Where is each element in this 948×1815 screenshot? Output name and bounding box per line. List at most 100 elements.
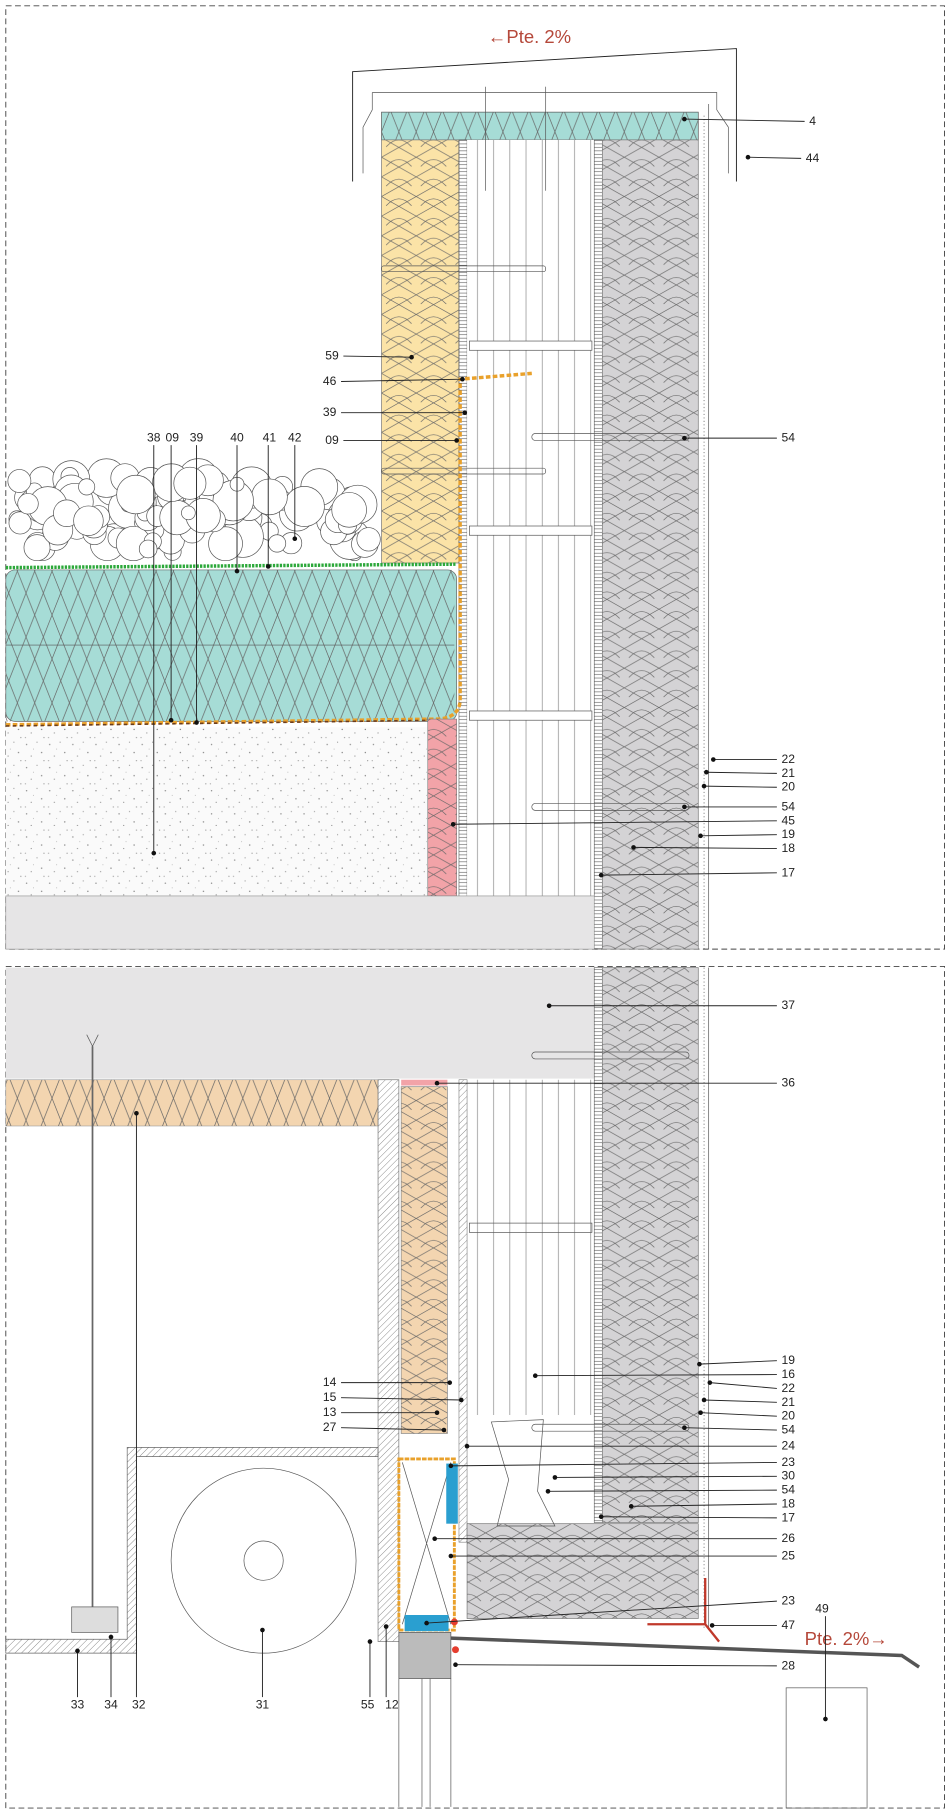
callout-47: 47 — [709, 1618, 796, 1632]
callout-label: 40 — [230, 431, 244, 445]
callout-23: 23 — [424, 1594, 795, 1626]
callout-label: 54 — [782, 1423, 796, 1437]
callout-dot — [698, 1410, 703, 1416]
callout-label: 36 — [782, 1076, 796, 1090]
gravel-ballast — [7, 458, 381, 562]
callout-19: 19 — [698, 827, 795, 841]
window-sill-flashing — [450, 1636, 921, 1669]
callout-54: 54 — [545, 1483, 796, 1497]
concrete-screed — [5, 727, 428, 896]
callout-label: 47 — [782, 1618, 796, 1632]
callout-dot — [448, 1553, 454, 1559]
callout-label: 39 — [323, 405, 337, 419]
callout-12: 12 — [383, 1624, 399, 1712]
callout-18: 18 — [628, 1496, 796, 1510]
callout-label: 28 — [782, 1658, 796, 1672]
gravel-stone — [356, 527, 381, 552]
callout-30: 30 — [552, 1469, 795, 1483]
callout-20: 20 — [698, 1409, 795, 1423]
callout-label: 21 — [782, 1395, 796, 1409]
callout-label: 38 — [147, 431, 161, 445]
callout-dot — [194, 720, 199, 725]
callout-label: 15 — [323, 1390, 337, 1404]
callout-label: 55 — [361, 1698, 375, 1712]
callout-21: 21 — [704, 766, 795, 780]
soffit-board — [5, 1447, 379, 1654]
callout-14: 14 — [323, 1375, 453, 1389]
gravel-stone — [331, 492, 367, 528]
callout-label: 23 — [782, 1455, 796, 1469]
callout-label: 20 — [782, 1409, 796, 1423]
callout-21: 21 — [701, 1395, 796, 1409]
callout-dot — [631, 845, 636, 850]
callout-28: 28 — [453, 1658, 795, 1672]
callout-dot — [682, 435, 687, 441]
callout-dot — [462, 410, 468, 416]
callout-32: 32 — [132, 1110, 146, 1712]
callout-label: 22 — [782, 752, 796, 766]
callout-label: 26 — [782, 1531, 796, 1545]
callout-label: 17 — [782, 1510, 796, 1524]
callout-dot — [707, 1380, 713, 1385]
callout-label: 18 — [782, 1496, 796, 1510]
callout-label: 13 — [323, 1405, 337, 1419]
metal-coping — [352, 48, 737, 182]
gravel-stone — [181, 505, 196, 521]
gravel-stone — [251, 478, 288, 516]
gravel-stone — [7, 469, 32, 493]
callout-dot — [434, 1080, 440, 1086]
callout-dot — [454, 438, 459, 443]
callout-label: 12 — [385, 1698, 399, 1712]
concrete-slab-lower — [5, 967, 595, 1079]
callout-dot — [453, 1662, 458, 1668]
callout-dot — [532, 1373, 538, 1379]
gravel-stone — [173, 466, 207, 500]
callout-36: 36 — [434, 1076, 796, 1090]
callout-label: 34 — [104, 1698, 118, 1712]
callout-dot — [292, 536, 298, 542]
callout-dot — [134, 1110, 139, 1116]
callout-dot — [709, 1623, 715, 1628]
callout-label: 09 — [325, 433, 339, 447]
gravel-stone — [73, 505, 104, 536]
callout-dot — [598, 872, 604, 878]
callout-dot — [823, 1716, 828, 1722]
callout-39: 39 — [323, 405, 468, 419]
callout-41: 41 — [263, 431, 276, 569]
concrete-slab — [5, 895, 595, 950]
roof-slope-label-top: ←Pte. 2% — [488, 26, 571, 47]
gravel-stone — [138, 539, 158, 559]
callout-dot — [367, 1639, 373, 1644]
callout-17: 17 — [598, 865, 795, 879]
callout-4: 4 — [682, 114, 816, 128]
callout-dot — [464, 1443, 470, 1449]
callout-37: 37 — [546, 998, 795, 1012]
gravel-stone — [78, 478, 96, 496]
callout-label: 16 — [782, 1367, 796, 1381]
callout-dot — [628, 1504, 634, 1509]
callout-dot — [168, 717, 174, 723]
stud-cavity-lower — [467, 1079, 595, 1416]
callout-dot — [234, 568, 240, 574]
roof-slope-label-bottom: Pte. 2%→ — [805, 1628, 888, 1649]
callout-20: 20 — [701, 780, 795, 794]
callout-label: 44 — [806, 151, 820, 165]
callout-label: 54 — [782, 1483, 796, 1497]
callout-49: 49 — [815, 1602, 829, 1722]
callout-dot — [265, 564, 271, 569]
callout-label: 45 — [782, 813, 796, 827]
callout-dot — [151, 850, 157, 856]
callout-label: 31 — [256, 1698, 270, 1712]
callout-dot — [383, 1624, 389, 1629]
callout-label: 32 — [132, 1698, 146, 1712]
window-glazing — [398, 1678, 452, 1807]
callout-dot — [546, 1003, 552, 1009]
steel-bracket — [490, 1419, 556, 1527]
callout-23: 23 — [448, 1455, 796, 1469]
callout-dot — [434, 1410, 440, 1416]
callout-09: 09 — [166, 431, 179, 723]
green-membrane — [5, 562, 457, 570]
callout-22: 22 — [707, 1380, 795, 1395]
